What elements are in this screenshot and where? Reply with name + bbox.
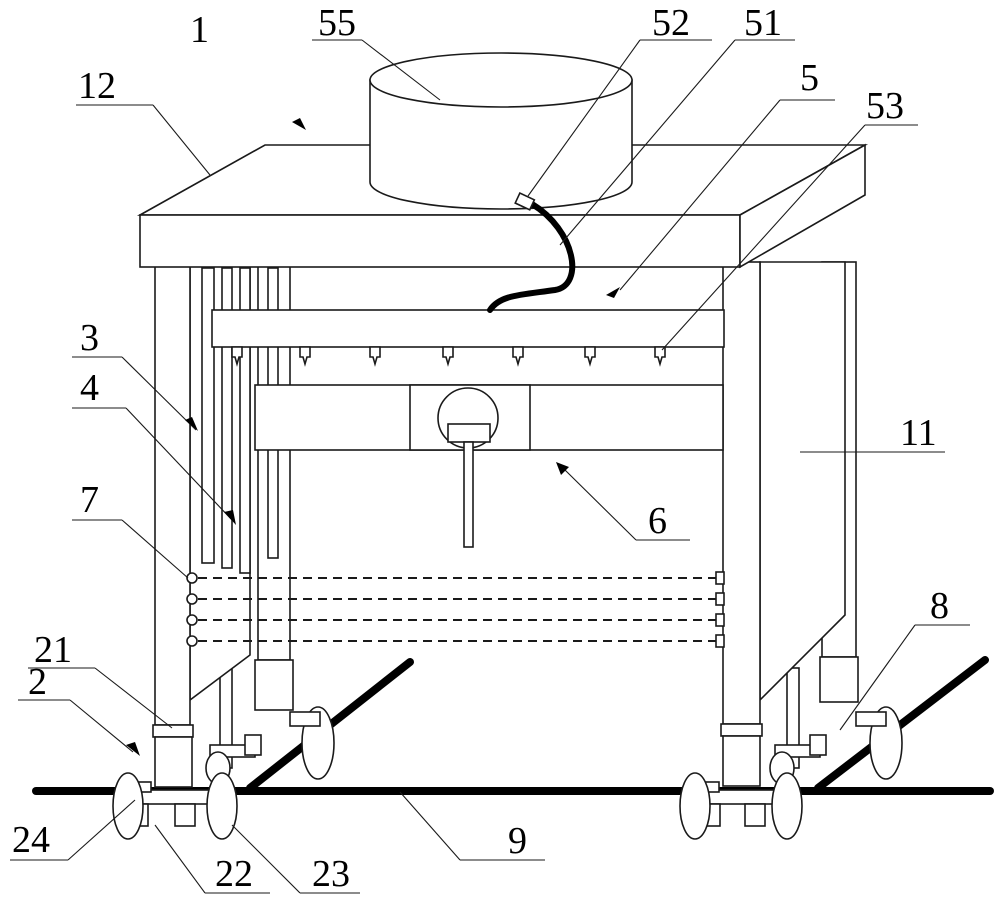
label-1: 1 [190, 9, 209, 51]
label-55: 55 [318, 2, 356, 44]
rear-wheels [205, 706, 903, 785]
label-8: 8 [930, 585, 949, 627]
label-52: 52 [652, 2, 690, 44]
label-4: 4 [80, 367, 99, 409]
label-21: 21 [34, 629, 72, 671]
water-tank [369, 52, 633, 210]
label-3: 3 [80, 317, 99, 359]
label-2: 2 [28, 661, 47, 703]
label-7: 7 [80, 479, 99, 521]
heating-wires [186, 571, 725, 648]
label-5: 5 [800, 57, 819, 99]
label-23: 23 [312, 853, 350, 895]
label-51: 51 [744, 2, 782, 44]
spray-bar [211, 309, 725, 367]
label-11: 11 [900, 412, 937, 454]
label-12: 12 [78, 65, 116, 107]
front-legs [152, 261, 763, 788]
label-6: 6 [648, 500, 667, 542]
front-wheels [112, 772, 803, 840]
moving-beam [254, 384, 724, 548]
label-9: 9 [508, 820, 527, 862]
label-53: 53 [866, 85, 904, 127]
label-24: 24 [12, 819, 50, 861]
label-22: 22 [215, 853, 253, 895]
hose [487, 192, 576, 313]
reference-labels: 1 12 55 52 51 5 53 3 4 7 6 11 21 2 8 24 … [12, 2, 949, 895]
leader-lines [10, 39, 970, 894]
